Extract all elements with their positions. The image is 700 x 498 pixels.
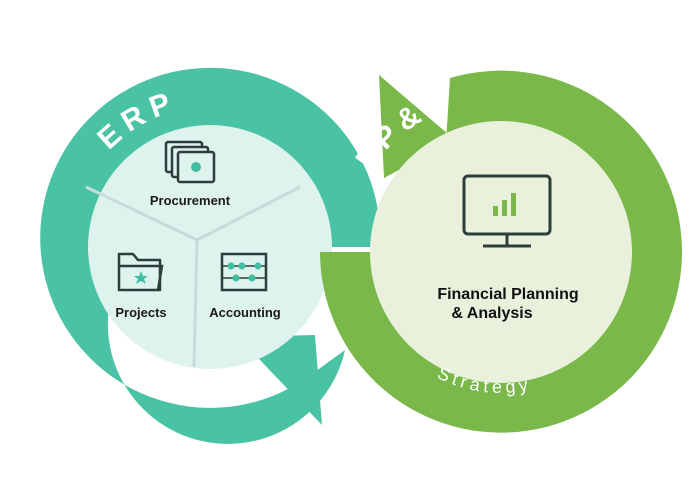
segment-label-procurement: Procurement	[150, 193, 231, 208]
fpa-center	[370, 121, 632, 383]
segment-divider	[85, 185, 198, 242]
erp-center	[85, 125, 332, 369]
segment-divider	[196, 185, 301, 242]
abacus-icon	[220, 252, 268, 292]
documents-stack-icon	[164, 140, 216, 184]
fpa-core-label-line2: & Analysis	[451, 305, 532, 322]
fpa-core-label-line1: Financial Planning	[437, 286, 578, 303]
folder-star-icon	[117, 252, 164, 292]
segment-label-accounting: Accounting	[209, 305, 281, 320]
segment-divider	[192, 239, 199, 368]
fpa-arrow-head	[379, 75, 455, 178]
segment-label-projects: Projects	[115, 305, 166, 320]
monitor-chart-icon	[462, 174, 552, 248]
